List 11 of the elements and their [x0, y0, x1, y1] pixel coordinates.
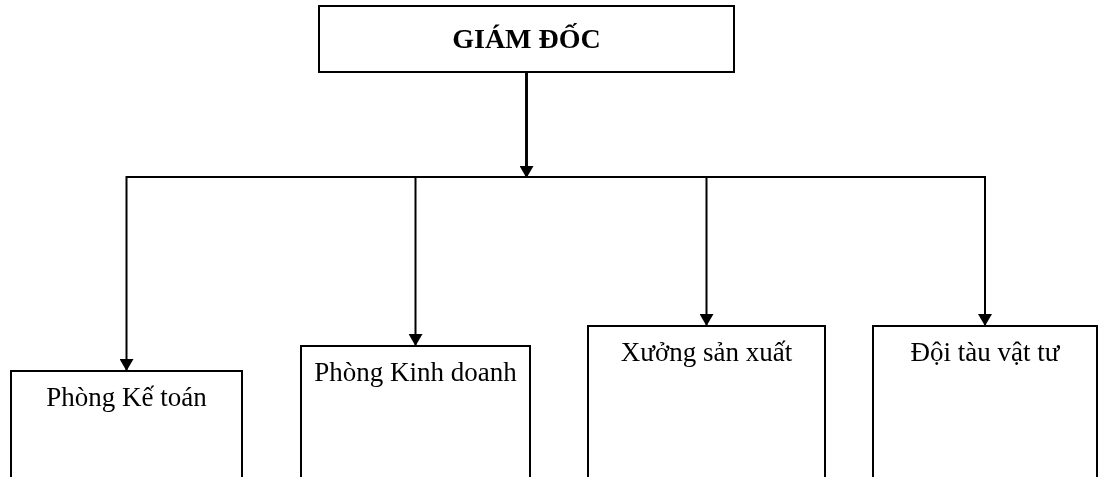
box-label: Phòng Kế toán — [46, 381, 207, 414]
box-label: Phòng Kinh doanh — [314, 356, 517, 389]
box-label: GIÁM ĐỐC — [452, 22, 601, 56]
department-box — [300, 345, 531, 477]
box-label: Xưởng sản xuất — [620, 336, 793, 369]
box-label: Đội tàu vật tư — [910, 336, 1060, 369]
arrow — [525, 72, 992, 326]
department-box — [10, 370, 243, 477]
director-box — [318, 5, 735, 73]
department-box — [872, 325, 1098, 477]
department-box — [587, 325, 826, 477]
